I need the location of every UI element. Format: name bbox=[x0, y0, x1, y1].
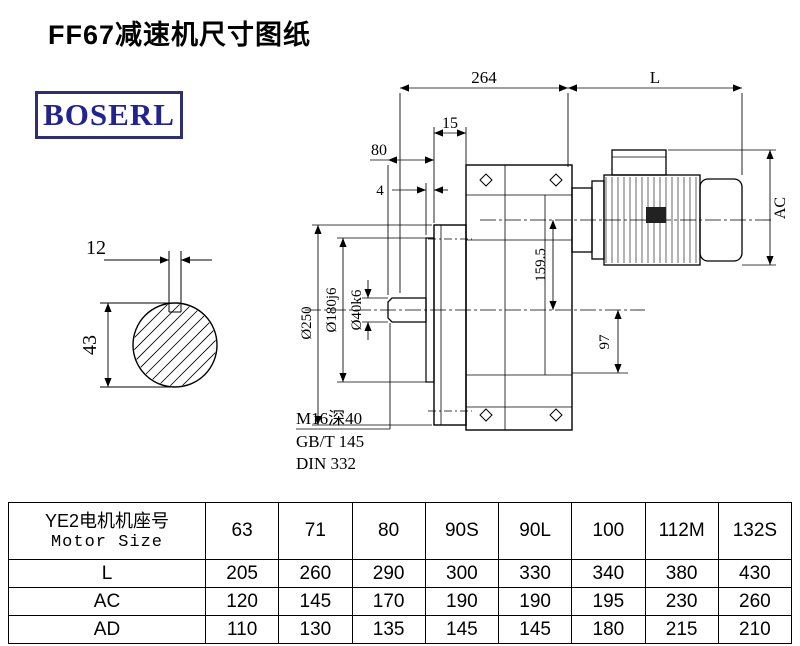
table-corner-cell: YE2电机机座号 Motor Size bbox=[8, 502, 206, 560]
table-cell: 205 bbox=[204, 559, 280, 588]
dim-shaft-height bbox=[100, 302, 176, 388]
hatch-lines bbox=[134, 304, 216, 386]
table-cell: 120 bbox=[204, 587, 280, 616]
table-cell: 430 bbox=[717, 559, 793, 588]
motor bbox=[571, 149, 743, 266]
table-header-row: YE2电机机座号 Motor Size 63 71 80 90S 90L 100… bbox=[8, 502, 793, 560]
motor-size-table: YE2电机机座号 Motor Size 63 71 80 90S 90L 100… bbox=[8, 502, 793, 644]
tap-note: M16深40 bbox=[296, 409, 362, 428]
row-label: AC bbox=[8, 587, 206, 616]
table-cell: 210 bbox=[717, 615, 793, 644]
size-col-header: 90S bbox=[424, 502, 500, 560]
table-cell: 145 bbox=[497, 615, 573, 644]
dim-97-label: 97 bbox=[597, 334, 613, 350]
table-cell: 110 bbox=[204, 615, 280, 644]
brand-logo-box: BOSERL bbox=[35, 91, 183, 139]
table-cell: 195 bbox=[571, 587, 646, 616]
size-col-header: 80 bbox=[351, 502, 426, 560]
table-row-AD: AD 110 130 135 145 145 180 215 210 bbox=[8, 615, 793, 644]
table-cell: 170 bbox=[351, 587, 426, 616]
motor-frame-label-en: Motor Size bbox=[50, 532, 164, 552]
table-cell: 145 bbox=[424, 615, 500, 644]
size-col-header: 63 bbox=[204, 502, 280, 560]
standard-note-1: GB/T 145 bbox=[296, 432, 364, 451]
table-cell: 260 bbox=[717, 587, 793, 616]
table-cell: 190 bbox=[497, 587, 573, 616]
motor-nameplate bbox=[646, 207, 666, 223]
table-row-AC: AC 120 145 170 190 190 195 230 260 bbox=[8, 587, 793, 616]
motor-frame-label-cn: YE2电机机座号 bbox=[44, 510, 170, 531]
housing-bolts bbox=[479, 173, 563, 422]
table-cell: 290 bbox=[351, 559, 426, 588]
table-cell: 230 bbox=[644, 587, 719, 616]
dim-15-label: 15 bbox=[442, 115, 458, 132]
dim-264-label: 264 bbox=[471, 68, 497, 87]
table-cell: 380 bbox=[644, 559, 719, 588]
table-cell: 340 bbox=[571, 559, 646, 588]
size-col-header: 100 bbox=[571, 502, 646, 560]
dia-180-label: Ø180j6 bbox=[324, 287, 340, 333]
motor-fins bbox=[605, 177, 697, 263]
dim-AC-label: AC bbox=[772, 197, 789, 219]
gearbox-side-view bbox=[305, 149, 772, 431]
table-cell: 130 bbox=[278, 615, 353, 644]
dia-40-label: Ø40k6 bbox=[349, 289, 365, 330]
gear-housing bbox=[465, 164, 573, 431]
row-label: L bbox=[8, 559, 206, 588]
dim-shaft-height-label: 43 bbox=[79, 335, 101, 355]
table-row-L: L 205 260 290 300 330 340 380 430 bbox=[8, 559, 793, 588]
dimension-drawing: 12 43 bbox=[79, 68, 789, 473]
dim-4-label: 4 bbox=[376, 183, 384, 199]
dim-80-label: 80 bbox=[371, 142, 387, 159]
table-cell: 180 bbox=[571, 615, 646, 644]
table-cell: 145 bbox=[278, 587, 353, 616]
mounting-flange bbox=[433, 224, 467, 426]
housing-detail-lines bbox=[466, 165, 572, 430]
table-cell: 135 bbox=[351, 615, 426, 644]
size-col-header: 132S bbox=[717, 502, 793, 560]
motor-terminal-box bbox=[611, 149, 667, 176]
table-cell: 260 bbox=[278, 559, 353, 588]
dim-key-width-label: 12 bbox=[86, 237, 106, 259]
table-cell: 330 bbox=[497, 559, 573, 588]
table-cell: 190 bbox=[424, 587, 500, 616]
row-label: AD bbox=[8, 615, 206, 644]
shaft-section-view: 12 43 bbox=[79, 237, 218, 388]
size-col-header: 112M bbox=[644, 502, 719, 560]
brand-logo-text: BOSERL bbox=[43, 97, 175, 132]
size-col-header: 71 bbox=[278, 502, 353, 560]
size-col-header: 90L bbox=[497, 502, 573, 560]
dim-L-label: L bbox=[650, 68, 660, 87]
dia-250-label: Ø250 bbox=[299, 306, 315, 339]
motor-rear-cap bbox=[699, 178, 743, 262]
standard-note-2: DIN 332 bbox=[296, 454, 356, 473]
dimensions bbox=[296, 84, 776, 430]
page-title: FF67减速机尺寸图纸 bbox=[48, 20, 312, 50]
table-cell: 215 bbox=[644, 615, 719, 644]
table-cell: 300 bbox=[424, 559, 500, 588]
dim-159-label: 159.5 bbox=[533, 248, 549, 282]
